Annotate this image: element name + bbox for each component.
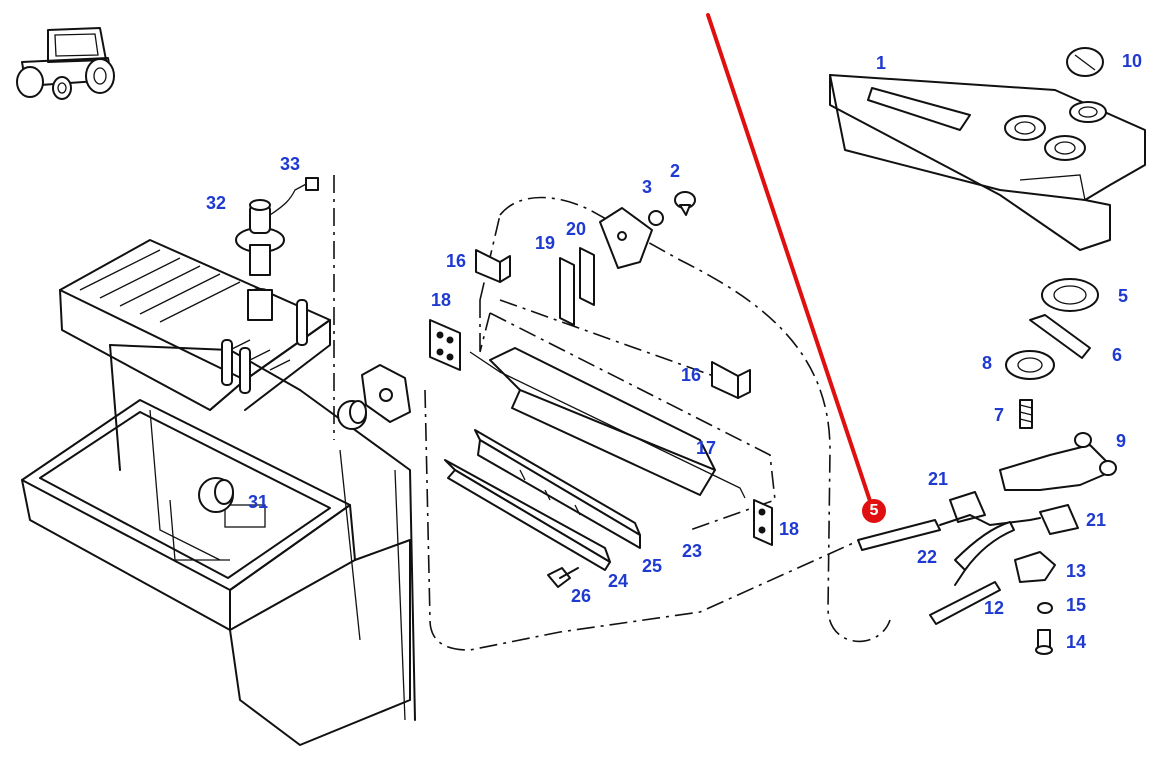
part-label-6: 6 <box>1112 345 1123 365</box>
cable-assembly <box>857 491 1079 655</box>
part-label-31: 31 <box>248 492 269 512</box>
part-label-9: 9 <box>1116 431 1127 451</box>
part-label-5: 5 <box>1118 286 1129 306</box>
highlight-marker: 5 <box>862 499 886 523</box>
part-label-3: 3 <box>642 177 653 197</box>
part-label-26: 26 <box>571 586 592 606</box>
part-label-13: 13 <box>1066 561 1087 581</box>
part-label-20: 20 <box>566 219 587 239</box>
part-label-7: 7 <box>994 405 1005 425</box>
pointer-line <box>706 13 875 512</box>
part-label-15: 15 <box>1066 595 1087 615</box>
part-label-32: 32 <box>206 193 227 213</box>
flap-plates <box>444 347 746 588</box>
control-linkage <box>999 278 1117 491</box>
part-label-14: 14 <box>1066 632 1087 652</box>
tractor-icon <box>16 27 115 100</box>
water-valve <box>235 177 319 321</box>
part-label-1: 1 <box>876 53 887 73</box>
flap-hardware <box>429 191 773 546</box>
control-panel <box>829 47 1146 251</box>
part-label-22: 22 <box>917 547 938 567</box>
part-label-16-mid: 16 <box>681 365 702 385</box>
part-label-2: 2 <box>670 161 681 181</box>
part-label-25: 25 <box>642 556 663 576</box>
part-label-21-right: 21 <box>1086 510 1107 530</box>
part-label-23: 23 <box>682 541 703 561</box>
part-label-18-right: 18 <box>779 519 800 539</box>
part-label-24: 24 <box>608 571 629 591</box>
part-label-21-top: 21 <box>928 469 949 489</box>
part-label-33: 33 <box>280 154 301 174</box>
part-label-10: 10 <box>1122 51 1143 71</box>
heater-housing <box>21 239 416 746</box>
part-label-18-left: 18 <box>431 290 452 310</box>
part-label-17: 17 <box>696 438 717 458</box>
grommet-part <box>337 364 411 430</box>
part-label-12: 12 <box>984 598 1005 618</box>
part-label-19: 19 <box>535 233 556 253</box>
part-label-8: 8 <box>982 353 993 373</box>
part-label-16-top: 16 <box>446 251 467 271</box>
